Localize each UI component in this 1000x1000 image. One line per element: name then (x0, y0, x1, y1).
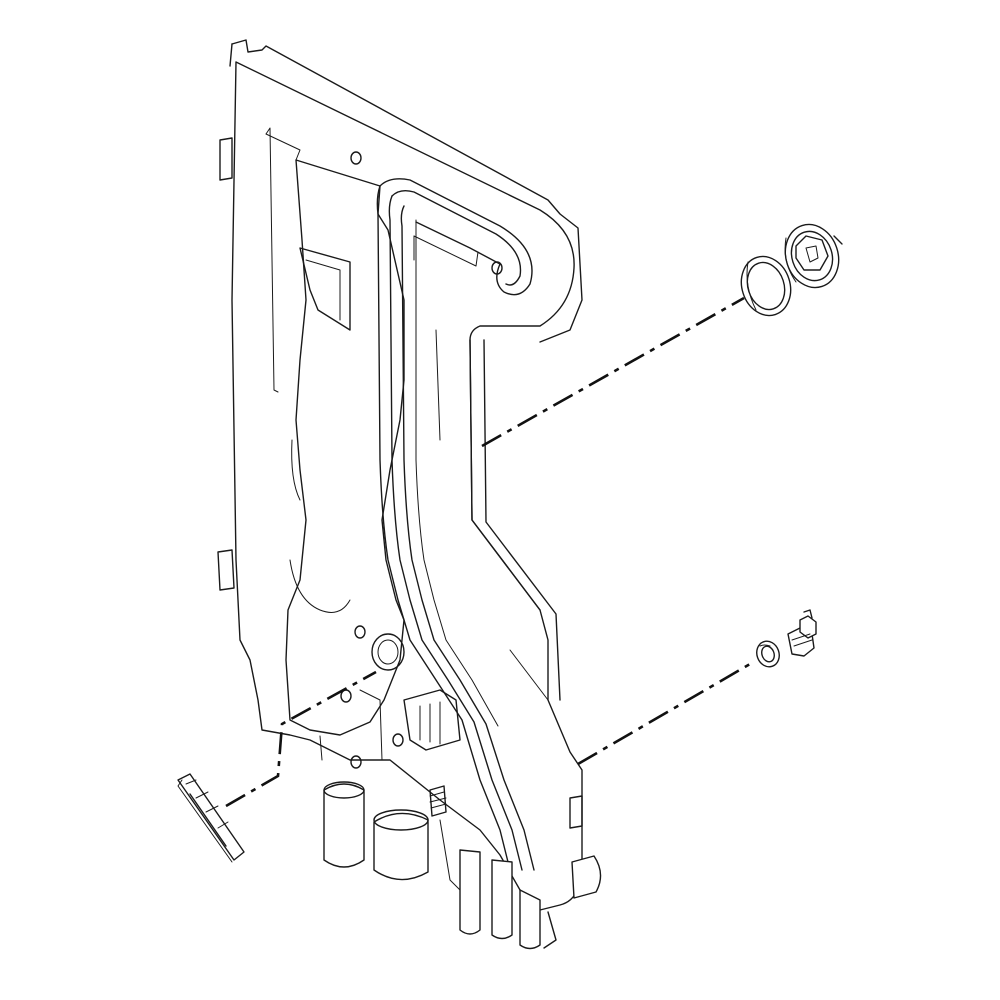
dispenser-housing-panel (217, 39, 602, 950)
leader-line-seal (481, 296, 745, 448)
nozzle-fitting (787, 609, 817, 657)
assembly-lines (225, 296, 751, 808)
leader-line-clip (225, 670, 377, 808)
leader-line-grommet (577, 662, 751, 766)
flat-blade-clip (177, 773, 245, 863)
small-grommet (756, 640, 780, 668)
round-cover-cap (784, 223, 843, 289)
seal-ring (740, 255, 792, 317)
